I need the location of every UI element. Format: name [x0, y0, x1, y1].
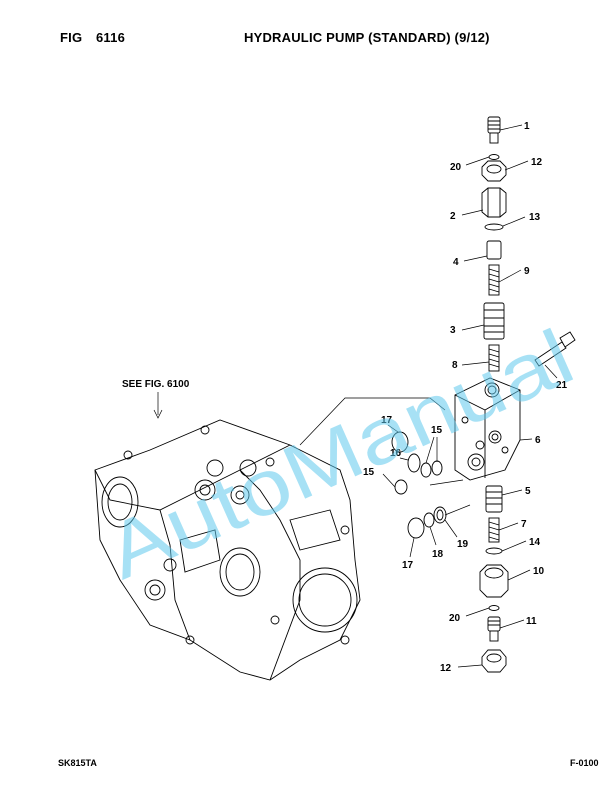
- callout-5: 5: [525, 486, 531, 497]
- callout-8: 8: [452, 360, 458, 371]
- body-leader: [299, 397, 446, 446]
- part-2-adjust-nut: [481, 187, 507, 218]
- callout-12-upper: 12: [531, 157, 543, 168]
- callout-1: 1: [524, 121, 530, 132]
- part-12-nut-lower: [481, 649, 507, 673]
- part-21-bolt: [534, 331, 576, 367]
- pump-housing: [94, 419, 361, 681]
- part-16-oring: [407, 453, 421, 473]
- page-code: F-0100: [570, 758, 599, 768]
- callout-6: 6: [535, 435, 541, 446]
- part-1-plug: [487, 116, 501, 144]
- part-17-oring-lower: [407, 517, 425, 539]
- callout-13: 13: [529, 212, 541, 223]
- part-19-seal: [433, 506, 447, 524]
- part-14-oring: [485, 547, 503, 555]
- part-15-oring-b: [431, 460, 443, 476]
- part-3-sleeve: [483, 302, 505, 340]
- callout-15-left: 15: [363, 467, 375, 478]
- part-13-oring: [484, 223, 504, 231]
- fig-number: 6116: [96, 30, 126, 45]
- callout-14: 14: [529, 537, 541, 548]
- callout-19: 19: [457, 539, 469, 550]
- callout-7: 7: [521, 519, 527, 530]
- callout-20-upper: 20: [450, 162, 462, 173]
- callout-15-upper: 15: [431, 425, 443, 436]
- callout-21: 21: [556, 380, 568, 391]
- fig-label: FIG: [60, 30, 83, 45]
- part-12-nut: [481, 160, 507, 182]
- part-6-valve-body: [454, 377, 521, 481]
- see-fig-note: SEE FIG. 6100: [122, 379, 190, 390]
- callout-3: 3: [450, 325, 456, 336]
- callout-16: 16: [390, 448, 402, 459]
- part-15-oring-a: [420, 462, 432, 478]
- part-15-oring-left: [394, 479, 408, 495]
- callout-17-upper: 17: [381, 415, 393, 426]
- callouts: 1 20 12 2 13 4 9 3 8 21 17 15 16 15 6 5 …: [363, 121, 568, 674]
- callout-10: 10: [533, 566, 545, 577]
- part-11-screw: [487, 616, 501, 642]
- part-20-oring: [488, 154, 500, 160]
- page-title: HYDRAULIC PUMP (STANDARD) (9/12): [244, 30, 490, 45]
- part-7-spring: [488, 517, 500, 543]
- callout-18: 18: [432, 549, 444, 560]
- part-20-oring-lower: [488, 605, 500, 611]
- callout-20-lower: 20: [449, 613, 461, 624]
- callout-17-lower: 17: [402, 560, 414, 571]
- part-5-plug: [485, 485, 503, 513]
- part-4-seat: [486, 240, 502, 260]
- model-code: SK815TA: [58, 758, 97, 768]
- callout-4: 4: [453, 257, 459, 268]
- callout-12-lower: 12: [440, 663, 452, 674]
- leader-lines: [382, 124, 558, 668]
- part-8-spring: [488, 344, 500, 372]
- part-10-nut: [479, 564, 509, 598]
- callout-9: 9: [524, 266, 530, 277]
- callout-2: 2: [450, 211, 456, 222]
- part-18-oring: [423, 512, 435, 528]
- callout-11: 11: [526, 616, 537, 627]
- part-9-spring: [488, 264, 500, 296]
- part-17-oring-upper: [391, 431, 409, 453]
